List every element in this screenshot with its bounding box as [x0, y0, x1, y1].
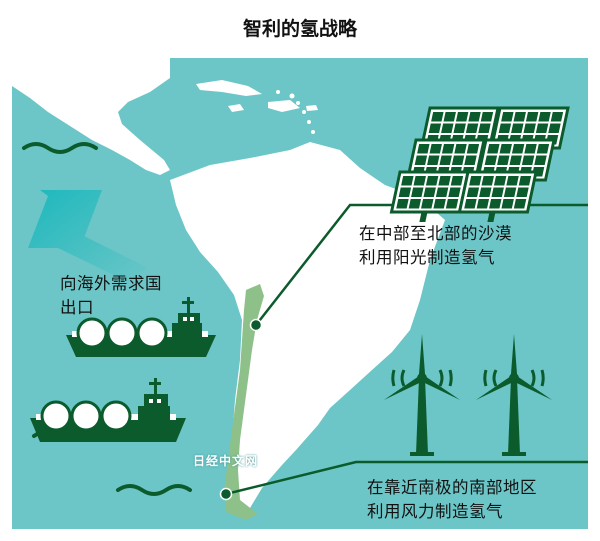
solar-panel: [457, 170, 538, 222]
central-america-land: [12, 58, 170, 175]
island-dot: [276, 90, 280, 94]
page-title: 智利的氢战略: [242, 18, 357, 40]
map-illustration: [12, 58, 588, 520]
wind-label-line2: 利用风力制造氢气: [367, 502, 503, 521]
lng-ship-upper: [66, 297, 216, 357]
wave: [116, 484, 192, 496]
export-arrow: [28, 190, 148, 282]
solar-panel: [405, 138, 486, 190]
map-frame: [12, 58, 588, 529]
solar-label: 在中部至北部的沙漠 利用阳光制造氢气: [359, 222, 512, 270]
island-dot: [302, 110, 306, 114]
solar-panels: [389, 106, 570, 222]
island-dot: [289, 93, 295, 99]
export-label: 向海外需求国 出口: [60, 272, 162, 320]
export-label-line1: 向海外需求国: [60, 274, 162, 293]
island-dot: [296, 101, 300, 105]
export-label-line2: 出口: [60, 298, 94, 317]
wind-label: 在靠近南极的南部地区 利用风力制造氢气: [367, 476, 537, 524]
island-dot: [307, 120, 311, 124]
watermark: 日经中文网: [193, 454, 259, 468]
wind-leader-line: [225, 460, 588, 496]
wind-turbine: [475, 334, 553, 456]
lng-ship-lower: [30, 378, 186, 442]
wind-label-line1: 在靠近南极的南部地区: [367, 478, 537, 497]
hispaniola-island: [268, 100, 300, 112]
wind-turbines: [383, 334, 553, 456]
puerto-rico-island: [306, 105, 318, 111]
cuba-island: [196, 80, 262, 96]
wave: [22, 142, 98, 154]
solar-label-line1: 在中部至北部的沙漠: [359, 224, 512, 243]
wind-marker: [219, 487, 233, 501]
wind-turbine: [383, 334, 461, 456]
solar-label-line2: 利用阳光制造氢气: [359, 248, 495, 267]
solar-panel: [389, 170, 470, 222]
solar-marker: [249, 318, 263, 332]
jamaica-island: [228, 104, 244, 112]
island-dot: [311, 130, 315, 134]
chile-territory: [224, 284, 264, 520]
